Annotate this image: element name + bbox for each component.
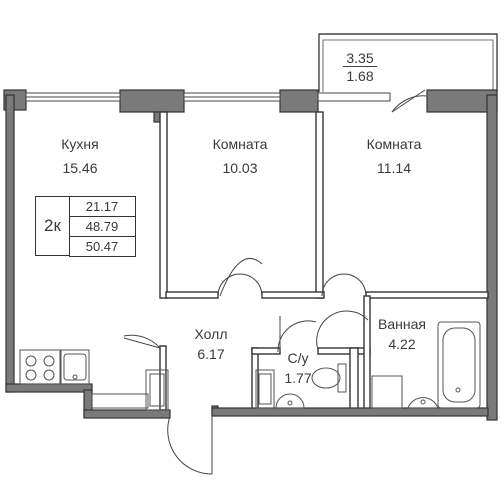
wc-name: С/у — [287, 350, 309, 366]
windows — [25, 92, 391, 102]
wc-area: 1.77 — [284, 370, 312, 386]
balcony-area-full: 3.35 — [346, 50, 374, 66]
kitchen-sink — [60, 349, 90, 385]
living-area: 21.17 — [69, 196, 136, 217]
room2-name: Комната — [366, 136, 422, 152]
wc-fixtures — [255, 363, 347, 409]
room1-name: Комната — [212, 136, 268, 152]
balcony — [318, 33, 498, 92]
balcony-door — [391, 89, 428, 113]
hall-area: 6.17 — [197, 346, 225, 362]
bathroom-area: 4.22 — [388, 336, 416, 352]
room1-area: 10.03 — [222, 160, 258, 176]
balcony-divider — [343, 66, 377, 67]
apartment-type: 2к — [35, 196, 70, 256]
balcony-area-reduced: 1.68 — [346, 68, 374, 84]
total-area: 48.79 — [69, 216, 136, 237]
apartment-summary: 2к 21.17 48.79 50.47 — [35, 196, 137, 257]
kitchen-name: Кухня — [61, 136, 99, 152]
hall-name: Холл — [194, 326, 228, 342]
kitchen-area: 15.46 — [62, 160, 98, 176]
bottom-walls — [5, 383, 489, 419]
partitions — [159, 111, 489, 413]
entry-cabinet — [91, 369, 169, 411]
bathroom-name: Ванная — [378, 316, 426, 332]
room2-area: 11.14 — [377, 160, 411, 176]
kitchen-stove — [19, 349, 61, 385]
bath-fixtures — [371, 321, 481, 409]
total-area-with-balcony: 50.47 — [69, 236, 136, 257]
doors — [123, 258, 369, 475]
